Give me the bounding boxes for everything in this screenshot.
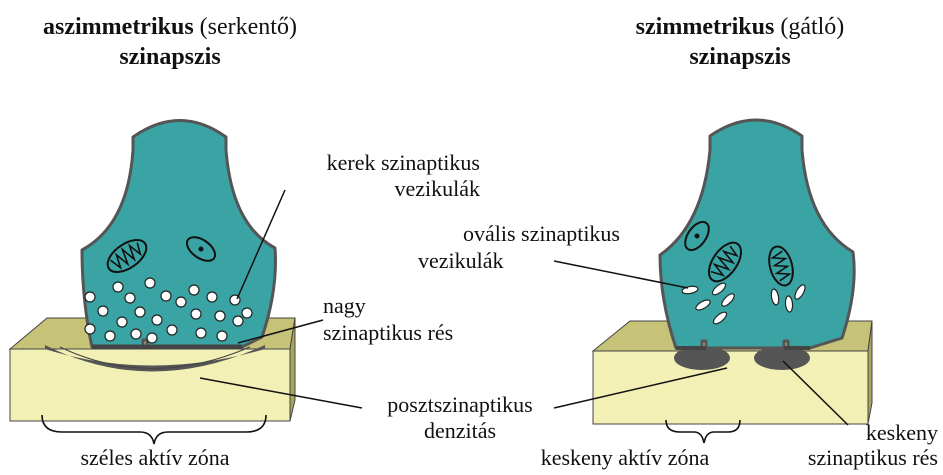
right-tissue-front <box>593 351 868 424</box>
label-narrow-cleft-1: keskeny <box>760 420 938 446</box>
label-large-cleft-1: nagy <box>323 293 366 319</box>
right-title-line2: szinapszis <box>590 44 890 70</box>
label-postsynaptic-2: denzitás <box>360 418 560 444</box>
left-title-line2: szinapszis <box>5 44 335 70</box>
left-title-rest: (serkentő) <box>200 14 297 40</box>
left-title-bold: aszimmetrikus <box>43 14 194 40</box>
left-tissue-front <box>10 349 290 421</box>
label-oval-vesicles-2: vezikulák <box>418 248 504 274</box>
left-title: aszimmetrikus (serkentő) <box>5 14 335 40</box>
label-round-vesicles-2: vezikulák <box>230 176 480 202</box>
right-synapse <box>554 120 872 443</box>
label-narrow-cleft-2: szinaptikus rés <box>760 445 938 471</box>
label-wide-active-zone: széles aktív zóna <box>40 445 270 471</box>
label-narrow-active-zone: keskeny aktív zóna <box>505 445 745 471</box>
label-postsynaptic-1: posztszinaptikus <box>360 392 560 418</box>
label-oval-vesicles-1: ovális szinaptikus <box>390 221 620 247</box>
label-round-vesicles-1: kerek szinaptikus <box>230 150 480 176</box>
right-title: szimmetrikus (gátló) <box>590 14 890 40</box>
label-large-cleft-2: szinaptikus rés <box>323 320 453 346</box>
right-title-bold: szimmetrikus <box>636 14 775 40</box>
right-title-rest: (gátló) <box>780 14 844 40</box>
